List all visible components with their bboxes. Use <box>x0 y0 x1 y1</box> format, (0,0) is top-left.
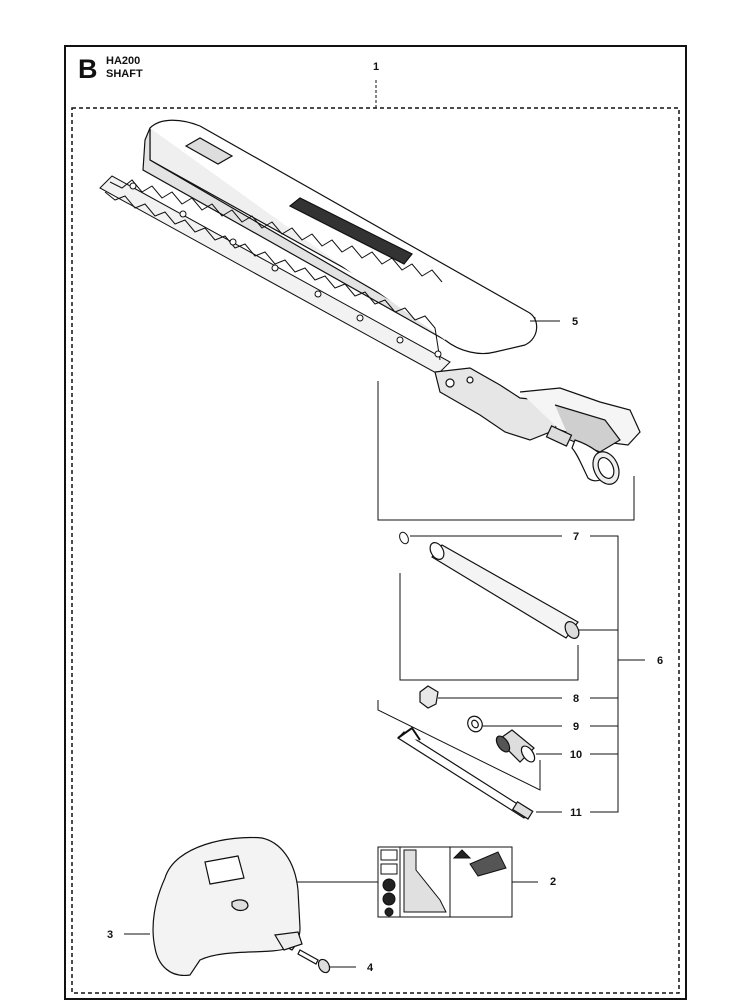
diagram-frame <box>64 45 687 1000</box>
callout-5: 5 <box>571 316 579 328</box>
callout-2: 2 <box>549 876 557 888</box>
callout-9: 9 <box>572 721 580 733</box>
bracket-6 <box>590 535 645 813</box>
callout-10: 10 <box>569 749 583 761</box>
exploded-guides <box>377 381 635 791</box>
part-gear-head <box>434 367 641 485</box>
part-coupling-nut <box>419 685 439 709</box>
part-warning-decal <box>377 846 513 918</box>
part-drive-shaft <box>397 726 534 820</box>
part-splined-coupling <box>495 729 536 763</box>
part-shaft-tube <box>429 542 580 639</box>
callout-7: 7 <box>572 531 580 543</box>
section-letter: B <box>78 54 98 84</box>
part-cutting-blade <box>99 175 451 375</box>
callout-1: 1 <box>372 61 380 73</box>
part-o-ring <box>399 531 409 545</box>
part-screw <box>297 949 331 974</box>
part-blade-cover <box>142 119 538 355</box>
callout-11: 11 <box>570 807 582 819</box>
part-bearing <box>467 715 483 733</box>
callout-8: 8 <box>572 693 580 705</box>
callout-4: 4 <box>366 962 374 974</box>
callout-6: 6 <box>656 655 664 667</box>
model-title: HA200 SHAFT <box>106 55 143 81</box>
callout-3: 3 <box>106 929 114 941</box>
model-name: HA200 <box>106 55 141 67</box>
section-name: SHAFT <box>106 68 143 80</box>
part-guard <box>152 836 303 976</box>
